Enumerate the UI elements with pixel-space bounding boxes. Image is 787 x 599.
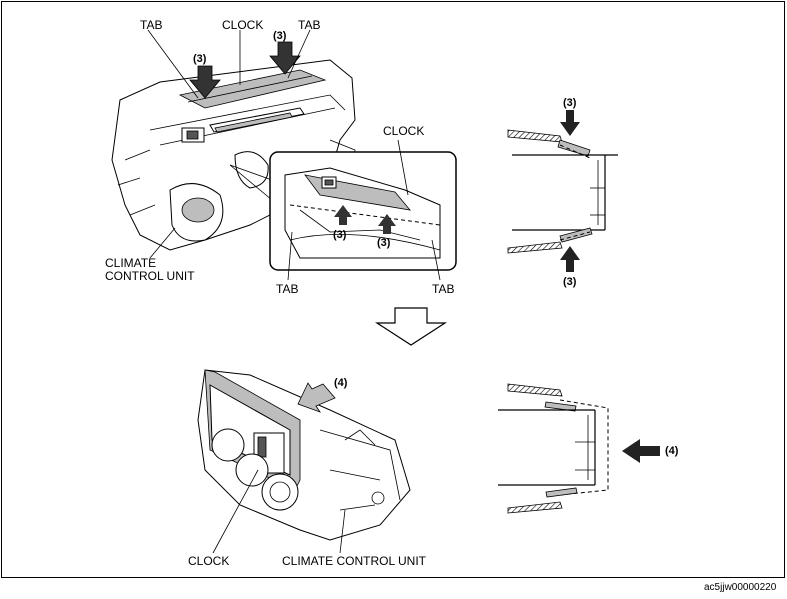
top-unit-drawing [111,59,356,251]
label-clock-inset: CLOCK [383,124,425,138]
step3-section-top: (3) [563,97,577,109]
label-climate-line1: CLIMATE [105,256,157,270]
down-arrow [374,307,448,346]
label-climate-line2: CONTROL UNIT [105,269,195,283]
inset-callout [229,139,457,281]
label-clock-top: CLOCK [222,18,264,32]
top-leaders [147,29,311,259]
top-arrows [189,41,301,99]
figure-code: ac5jjw00000220 [704,582,777,593]
bottom-leaders [212,469,346,554]
step3-inset-left: (3) [333,229,347,241]
step4-left: (4) [334,377,348,389]
step3-inset-right: (3) [377,237,391,249]
bottom-unit-drawing [197,369,411,541]
label-tab-top-left: TAB [140,18,163,32]
step4-right: (4) [665,445,679,457]
label-climate-bottom: CLIMATE CONTROL UNIT [282,554,427,568]
label-tab-top-right: TAB [298,18,321,32]
label-tab-bottom-left: TAB [276,282,299,296]
figure-frame [1,1,785,578]
label-tab-bottom-right: TAB [432,282,455,296]
step3-top-left: (3) [193,53,207,65]
step3-top-right: (3) [273,30,287,42]
bottom-left-arrow [297,382,336,413]
top-section-detail [507,110,618,272]
step3-section-bottom: (3) [563,276,577,288]
bottom-section-detail [498,383,660,514]
label-clock-bottom: CLOCK [188,554,230,568]
